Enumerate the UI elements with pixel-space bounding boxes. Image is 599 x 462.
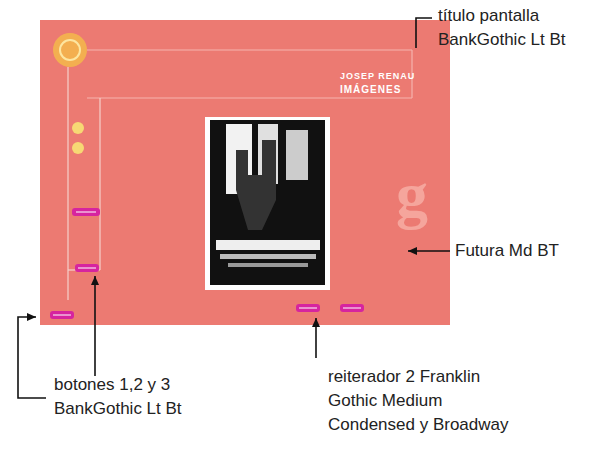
leader-lines — [18, 18, 450, 398]
screen-author: JOSEP RENAU — [340, 70, 440, 82]
poster-image — [205, 117, 330, 290]
callout-text: botones 1,2 y 3 BankGothic Lt Bt — [54, 373, 204, 421]
screen — [40, 20, 450, 325]
callout-text: título pantalla BankGothic Lt Bt — [438, 4, 588, 52]
screen-title: IMÁGENES — [340, 84, 440, 96]
callout-text: Futura Md BT — [455, 239, 595, 263]
watermark-letter: g — [396, 160, 446, 230]
callout-text: reiterador 2 Franklin Gothic Medium Cond… — [328, 365, 528, 437]
